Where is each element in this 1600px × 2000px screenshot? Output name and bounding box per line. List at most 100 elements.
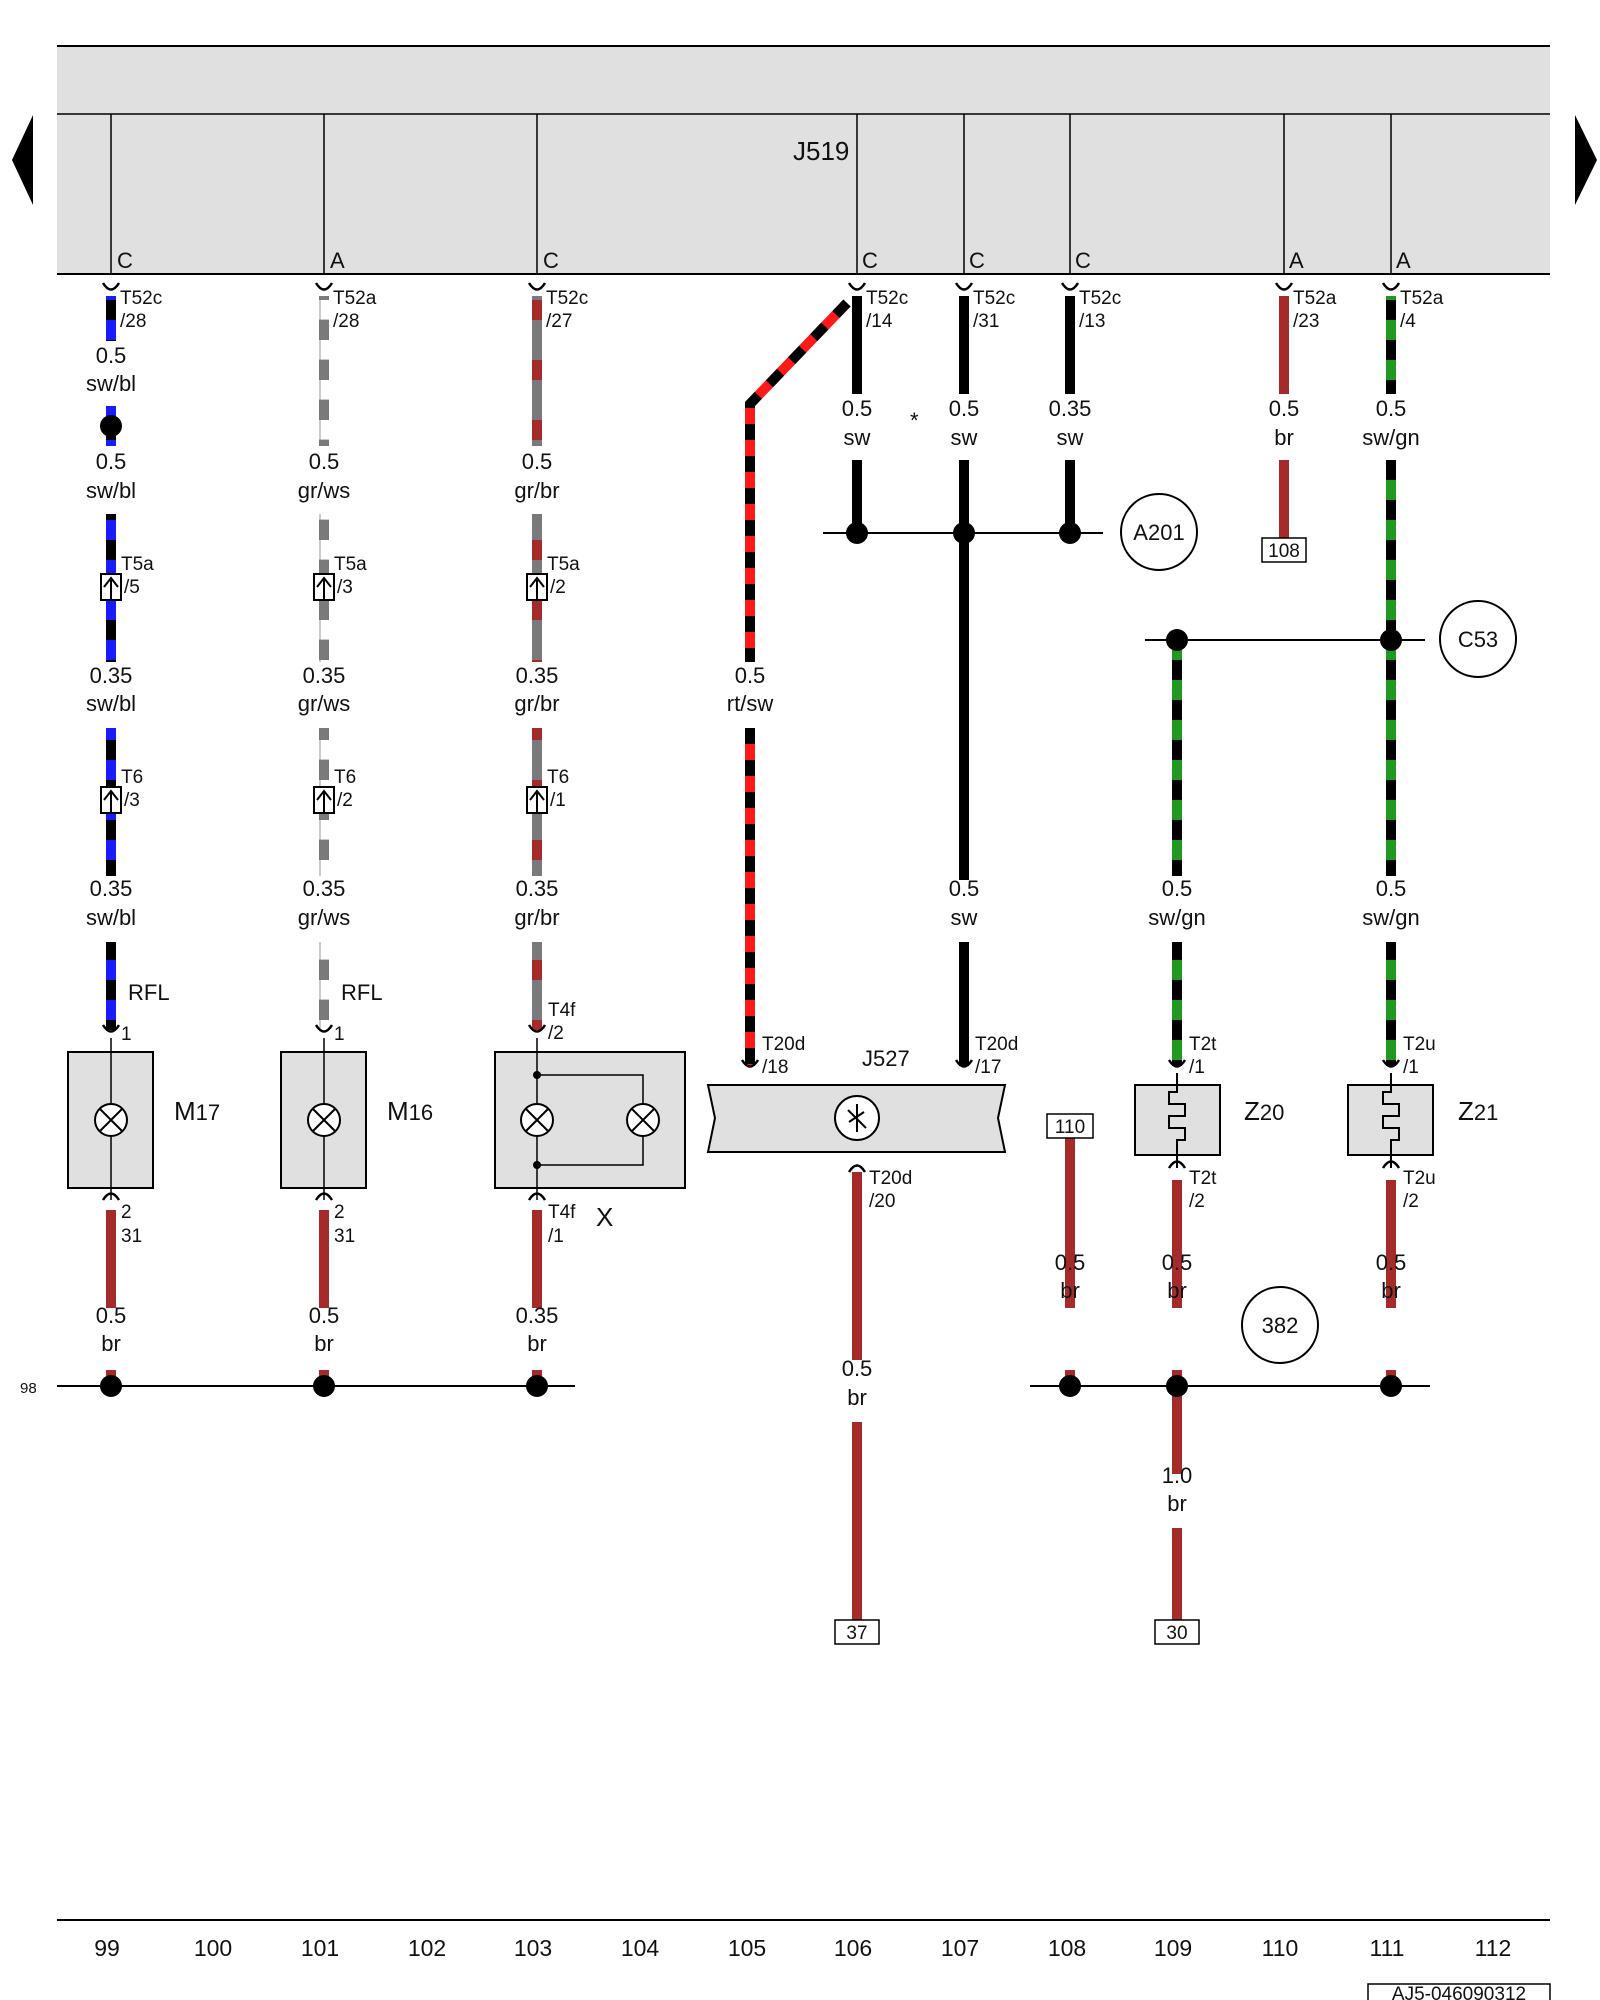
conn-pin: 31 xyxy=(121,1226,142,1247)
conn-name: T20d xyxy=(869,1168,912,1189)
reference-boxes: 108 110 37 30 xyxy=(834,537,1307,1645)
pin-num: /31 xyxy=(973,311,999,332)
pin-conn: T52a xyxy=(1293,288,1337,309)
conn-pin: /20 xyxy=(869,1191,895,1212)
column-number: 108 xyxy=(1048,1935,1086,1961)
component-m17: M17 xyxy=(67,1038,220,1200)
wire-color: sw/gn xyxy=(1148,905,1205,930)
conn-pin: 1 xyxy=(121,1024,132,1045)
conn-pin: /1 xyxy=(1403,1057,1419,1078)
conn-name: 2 xyxy=(334,1202,345,1223)
asterisk-note: * xyxy=(910,408,919,433)
wire-color: sw xyxy=(951,425,978,450)
conn-name: T6 xyxy=(547,767,569,788)
wire-color: br xyxy=(527,1331,547,1356)
inline-connectors: T5a /5 T5a /3 T5a /2 T6 /3 T6 /2 T6 /1 xyxy=(100,554,580,814)
wire-color: br xyxy=(101,1331,121,1356)
conn-pin: /17 xyxy=(975,1057,1001,1078)
wire-size: 0.35 xyxy=(1049,396,1092,421)
conn-name: T20d xyxy=(762,1034,805,1055)
conn-pin: /18 xyxy=(762,1057,788,1078)
wire-color: gr/ws xyxy=(298,691,351,716)
wire-size: 0.5 xyxy=(735,663,766,688)
wire-color: br xyxy=(1167,1278,1187,1303)
wire-color: br xyxy=(1274,425,1294,450)
conn-pin: /1 xyxy=(550,790,566,811)
wire-color: gr/br xyxy=(514,905,559,930)
wire-size: 0.5 xyxy=(949,396,980,421)
pin-letter: C xyxy=(117,248,133,273)
wire-color: br xyxy=(847,1385,867,1410)
conn-name: T6 xyxy=(334,767,356,788)
wire-color: br xyxy=(1060,1278,1080,1303)
conn-name: T2t xyxy=(1189,1168,1217,1189)
pin-conn: T52c xyxy=(120,288,162,309)
component-label: M17 xyxy=(174,1096,220,1126)
conn-name: T6 xyxy=(121,767,143,788)
pin-letter: C xyxy=(969,248,985,273)
column-number: 111 xyxy=(1370,1935,1405,1961)
wire-size: 0.5 xyxy=(96,449,127,474)
conn-name: T2u xyxy=(1403,1034,1436,1055)
ref-label: 108 xyxy=(1268,541,1300,562)
pin-num: /27 xyxy=(546,311,572,332)
conn-pin: /1 xyxy=(548,1226,564,1247)
pin-letter: A xyxy=(1289,248,1304,273)
ground-point-a201: A201 xyxy=(1120,493,1198,571)
nav-left-arrow[interactable] xyxy=(12,115,33,205)
wire-color: br xyxy=(314,1331,334,1356)
wire-color: sw/bl xyxy=(86,691,136,716)
ground-label: 382 xyxy=(1262,1313,1299,1338)
wire-size: 0.5 xyxy=(1162,876,1193,901)
pin-num: /13 xyxy=(1079,311,1105,332)
wire-color: gr/ws xyxy=(298,478,351,503)
wire-color: sw/gn xyxy=(1362,425,1419,450)
wire-size: 0.5 xyxy=(1269,396,1300,421)
conn-name: T4f xyxy=(548,1000,576,1021)
column-number: 112 xyxy=(1475,1935,1512,1961)
wire-size: 1.0 xyxy=(1162,1463,1193,1488)
conn-name: 2 xyxy=(121,1202,132,1223)
wire-size: 0.35 xyxy=(303,876,346,901)
column-number: 102 xyxy=(408,1935,446,1961)
ground-label: A201 xyxy=(1133,520,1184,545)
ground-ref-label: 98 xyxy=(20,1380,37,1397)
wire-color: sw xyxy=(1057,425,1084,450)
wire-size: 0.35 xyxy=(516,876,559,901)
wire-color: gr/br xyxy=(514,478,559,503)
wire-size: 0.5 xyxy=(96,343,127,368)
wire-size: 0.5 xyxy=(949,876,980,901)
wire-size: 0.35 xyxy=(303,663,346,688)
conn-name: T4f xyxy=(548,1202,576,1223)
pin-hooks xyxy=(101,282,1401,291)
wire-size: 0.5 xyxy=(1055,1250,1086,1275)
wire-size: 0.5 xyxy=(1376,876,1407,901)
conn-name: T5a xyxy=(334,554,367,575)
column-number: 100 xyxy=(194,1935,232,1961)
component-label: Z20 xyxy=(1244,1096,1284,1126)
column-number: 110 xyxy=(1262,1935,1299,1961)
pin-conn: T52a xyxy=(333,288,377,309)
pin-conn: T52c xyxy=(1079,288,1121,309)
conn-pin: /2 xyxy=(1189,1191,1205,1212)
conn-pin: /5 xyxy=(124,577,140,598)
component-label: M16 xyxy=(387,1096,433,1126)
wire-color: br xyxy=(1381,1278,1401,1303)
component-hooks xyxy=(101,1024,1401,1201)
pin-letter: C xyxy=(862,248,878,273)
wire-color: sw/bl xyxy=(86,478,136,503)
pin-letter: C xyxy=(543,248,559,273)
component-label: X xyxy=(596,1202,613,1232)
component-j527: J527 xyxy=(706,1046,1007,1153)
wire-color: gr/ws xyxy=(298,905,351,930)
ground-point-382: 382 xyxy=(1241,1286,1319,1364)
ground-point-c53: C53 xyxy=(1439,600,1517,678)
wire-size: 0.5 xyxy=(309,1303,340,1328)
conn-name: T5a xyxy=(547,554,580,575)
conn-name: T2t xyxy=(1189,1034,1217,1055)
ref-label: 37 xyxy=(846,1623,867,1644)
doc-id: AJ5-046090312 xyxy=(1392,1984,1526,2000)
nav-right-arrow[interactable] xyxy=(1575,115,1597,205)
component-z21: Z21 xyxy=(1347,1073,1498,1168)
